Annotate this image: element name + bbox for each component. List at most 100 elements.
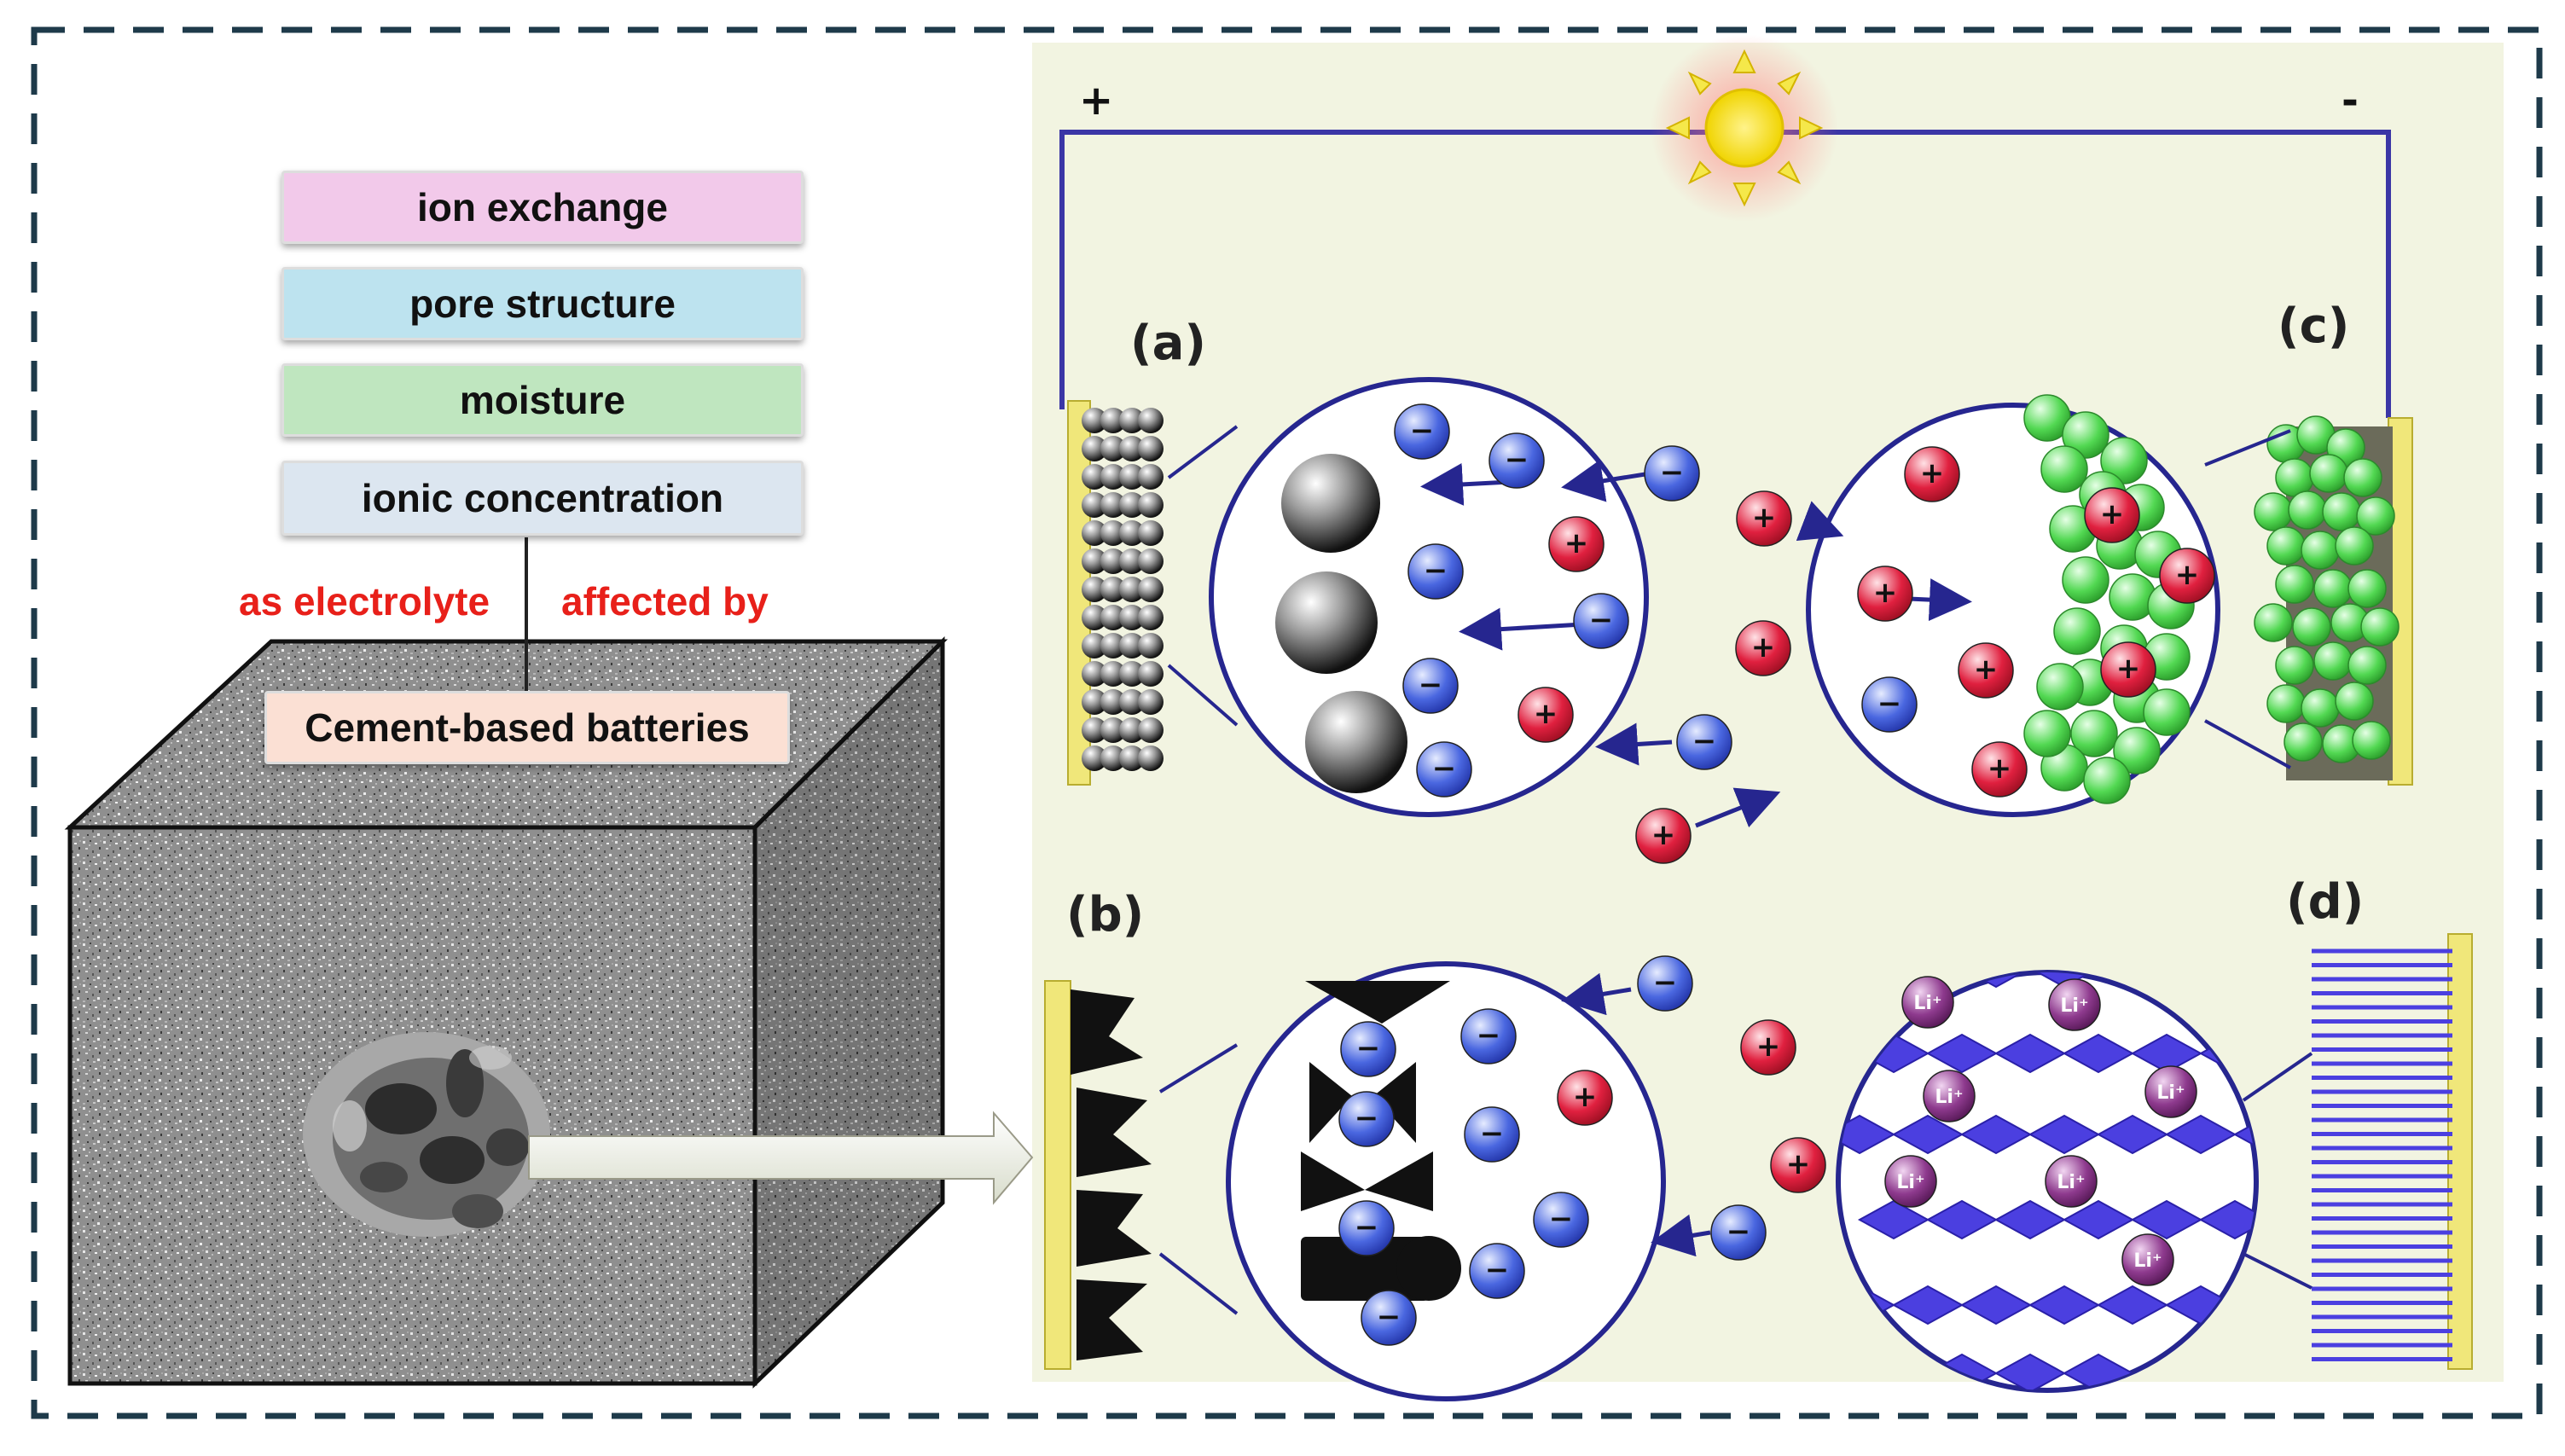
cation-ion: + — [1971, 741, 2028, 798]
svg-text:−: − — [1505, 443, 1529, 477]
cation-ion: + — [2159, 548, 2215, 604]
cation-ion: + — [1740, 1019, 1796, 1076]
terminal-minus: - — [2342, 77, 2359, 125]
anion-ion: − — [1644, 445, 1700, 502]
svg-text:−: − — [1726, 1215, 1751, 1249]
li-ion: Li⁺ — [1923, 1070, 1976, 1122]
anion-ion: − — [1402, 658, 1459, 714]
svg-text:+: + — [1920, 456, 1945, 490]
svg-text:−: − — [1589, 603, 1614, 637]
anion-ion: − — [1394, 403, 1450, 460]
svg-text:−: − — [1410, 414, 1435, 448]
cation-ion: + — [1736, 490, 1792, 547]
svg-text:−: − — [1432, 751, 1457, 786]
svg-text:+: + — [1651, 818, 1676, 852]
label-b: (b) — [1066, 887, 1145, 943]
svg-text:+: + — [1564, 526, 1589, 560]
svg-text:Li⁺: Li⁺ — [2060, 995, 2088, 1017]
factor-ion-exchange: ion exchange — [281, 171, 804, 244]
anion-ion: − — [1338, 1200, 1395, 1256]
anion-ion: − — [1416, 741, 1472, 798]
svg-text:−: − — [1653, 966, 1678, 1000]
outer-frame — [31, 26, 2543, 1419]
anion-ion: − — [1637, 955, 1693, 1012]
label-a: (a) — [1130, 316, 1206, 371]
cation-ion: + — [1557, 1070, 1613, 1126]
anion-ion: − — [1489, 432, 1545, 489]
label-d: (d) — [2286, 874, 2365, 930]
anion-ion: − — [1460, 1008, 1517, 1064]
li-ion: Li⁺ — [1901, 976, 1954, 1029]
cation-ion: + — [2084, 487, 2140, 543]
li-ion: Li⁺ — [2144, 1065, 2197, 1118]
svg-text:−: − — [1480, 1117, 1505, 1151]
cation-ion: + — [1857, 566, 1913, 622]
electrode-c — [2254, 415, 2413, 786]
svg-text:+: + — [1752, 501, 1777, 535]
anion-ion: − — [1573, 593, 1629, 649]
label-c: (c) — [2278, 299, 2350, 354]
anion-ion: − — [1464, 1106, 1520, 1163]
svg-text:+: + — [1756, 1030, 1781, 1064]
terminal-plus: + — [1079, 77, 1114, 125]
svg-text:−: − — [1660, 455, 1685, 490]
svg-text:+: + — [1751, 630, 1776, 664]
anion-ion: − — [1340, 1021, 1396, 1077]
battery-mechanism-panel: − − − − − − − − − − − − − − − − − − − + + + + + + + + + + + + + + + Li⁺ Li⁺… — [1032, 34, 2504, 1401]
anion-ion: − — [1710, 1204, 1767, 1261]
electrode-a — [1067, 400, 1164, 786]
factor-ionic-concentration: ionic concentration — [281, 461, 804, 536]
li-ion: Li⁺ — [2121, 1233, 2174, 1286]
li-ion: Li⁺ — [2048, 978, 2101, 1031]
zoom-circle-b — [1226, 961, 1666, 1401]
pore-crater — [303, 1032, 550, 1237]
cation-ion: + — [1958, 642, 2014, 699]
svg-text:−: − — [1355, 1210, 1379, 1244]
svg-text:Li⁺: Li⁺ — [1913, 993, 1941, 1014]
svg-text:+: + — [1873, 576, 1898, 610]
anion-ion: − — [1469, 1243, 1525, 1299]
svg-text:−: − — [1549, 1202, 1574, 1236]
svg-text:Li⁺: Li⁺ — [2133, 1250, 2162, 1272]
cation-ion: + — [1735, 620, 1791, 676]
ion-transport-arrows — [1420, 460, 1972, 1257]
svg-text:−: − — [1377, 1300, 1401, 1334]
cation-ion: + — [2100, 641, 2156, 698]
svg-text:Li⁺: Li⁺ — [1896, 1172, 1924, 1193]
svg-text:−: − — [1356, 1031, 1381, 1065]
cation-ion: + — [1770, 1137, 1826, 1193]
factor-moisture: moisture — [281, 363, 804, 437]
relation-as-electrolyte: as electrolyte — [239, 579, 490, 624]
svg-text:Li⁺: Li⁺ — [2057, 1172, 2085, 1193]
zoom-arrow — [528, 1111, 1034, 1205]
svg-text:Li⁺: Li⁺ — [1935, 1087, 1963, 1108]
cation-ion: + — [1635, 808, 1692, 864]
anion-ion: − — [1407, 543, 1464, 600]
li-ion: Li⁺ — [1884, 1155, 1937, 1208]
svg-text:−: − — [1419, 668, 1443, 702]
svg-text:−: − — [1485, 1253, 1510, 1287]
svg-text:−: − — [1355, 1101, 1379, 1135]
svg-text:+: + — [1534, 697, 1558, 731]
svg-text:Li⁺: Li⁺ — [2156, 1082, 2185, 1104]
svg-text:+: + — [2100, 497, 2125, 531]
anion-ion: − — [1861, 676, 1918, 733]
cation-ion: + — [1548, 516, 1605, 572]
cation-ion: + — [1518, 687, 1574, 743]
svg-text:−: − — [1692, 724, 1717, 758]
svg-text:−: − — [1424, 554, 1448, 588]
factor-pore-structure: pore structure — [281, 267, 804, 340]
electrode-d — [2312, 933, 2473, 1370]
relation-affected-by: affected by — [561, 579, 769, 624]
cement-cube — [64, 636, 1034, 1389]
cation-ion: + — [1904, 446, 1960, 502]
anion-ion: − — [1676, 714, 1732, 770]
svg-text:+: + — [1974, 653, 1999, 687]
svg-text:+: + — [2116, 652, 2141, 686]
anion-ion: − — [1361, 1290, 1417, 1346]
svg-text:+: + — [1988, 751, 2012, 786]
anion-ion: − — [1338, 1091, 1395, 1147]
svg-text:−: − — [1477, 1018, 1501, 1053]
svg-text:+: + — [1786, 1147, 1811, 1181]
